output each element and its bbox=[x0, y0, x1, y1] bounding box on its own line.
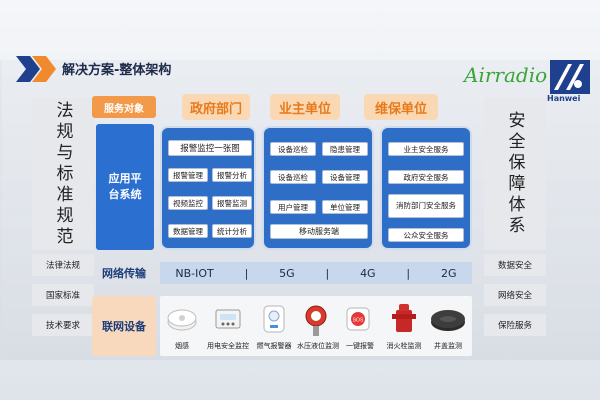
svg-text:SOS: SOS bbox=[353, 318, 364, 324]
network-label: 网络传输 bbox=[102, 267, 146, 280]
btn-fire-dept-service[interactable]: 消防部门安全服务 bbox=[388, 194, 464, 218]
btn-alarm-analysis[interactable]: 报警分析 bbox=[212, 168, 252, 182]
network-separator: | bbox=[244, 266, 249, 280]
btn-data-management[interactable]: 数据管理 bbox=[168, 224, 208, 238]
hanwei-label: Hanwei bbox=[547, 94, 581, 103]
device-label-water: 水压液位监测 bbox=[297, 342, 339, 350]
network-separator: | bbox=[325, 266, 330, 280]
gas-alarm-icon bbox=[263, 305, 285, 333]
page-title: 解决方案-整体架构 bbox=[62, 63, 172, 78]
btn-alarm-monitor[interactable]: 报警监测 bbox=[212, 196, 252, 210]
left-side-item-national-standard: 国家标准 bbox=[32, 284, 94, 306]
right-side-main: 安全保障体系 bbox=[484, 98, 546, 250]
btn-alarm-map[interactable]: 报警监控一张图 bbox=[168, 140, 252, 156]
manhole-monitor-icon bbox=[431, 310, 465, 331]
device-label-gas: 燃气报警器 bbox=[256, 342, 292, 350]
brand-logo-airradio: Airradio bbox=[464, 63, 548, 87]
tag-maintenance: 维保单位 bbox=[364, 94, 438, 120]
btn-public-safety-service[interactable]: 公众安全服务 bbox=[388, 228, 464, 242]
fire-hydrant-icon bbox=[392, 304, 416, 332]
btn-hazard-management[interactable]: 隐患管理 bbox=[322, 142, 368, 156]
network-4g: 4G bbox=[360, 266, 376, 280]
btn-owner-safety-service[interactable]: 业主安全服务 bbox=[388, 142, 464, 156]
network-5g: 5G bbox=[279, 266, 295, 280]
devices-label: 联网设备 bbox=[92, 296, 156, 356]
btn-gov-safety-service[interactable]: 政府安全服务 bbox=[388, 170, 464, 184]
device-label-hydrant: 消火栓监测 bbox=[386, 342, 422, 350]
network-2g: 2G bbox=[440, 266, 457, 280]
left-side-item-technical: 技术要求 bbox=[32, 314, 94, 336]
left-side-main: 法规与标准规范 bbox=[32, 98, 94, 250]
platform-label: 应用平台系统 bbox=[96, 124, 154, 250]
hanwei-logo-icon bbox=[550, 60, 590, 94]
device-label-electric: 用电安全监控 bbox=[207, 342, 249, 350]
right-side-item-insurance: 保险服务 bbox=[484, 314, 546, 336]
header: 解决方案-整体架构 bbox=[0, 56, 600, 86]
network-bar: NB-IOT | 5G | 4G | 2G bbox=[160, 262, 472, 284]
tag-government: 政府部门 bbox=[182, 94, 250, 120]
network-separator: | bbox=[406, 266, 411, 280]
device-label-one-key: 一键报警 bbox=[346, 342, 374, 350]
electric-monitor-icon bbox=[215, 309, 241, 329]
one-key-alarm-icon: SOS bbox=[346, 307, 370, 331]
btn-alarm-management[interactable]: 报警管理 bbox=[168, 168, 208, 182]
btn-device-inspection-1[interactable]: 设备巡检 bbox=[270, 142, 316, 156]
btn-statistics[interactable]: 统计分析 bbox=[212, 224, 252, 238]
btn-unit-management[interactable]: 单位管理 bbox=[322, 200, 368, 214]
device-label-manhole: 井盖监测 bbox=[434, 342, 462, 350]
right-side-item-data-security: 数据安全 bbox=[484, 254, 546, 276]
left-side-item-law: 法律法规 bbox=[32, 254, 94, 276]
tag-owner: 业主单位 bbox=[270, 94, 340, 120]
btn-video-monitor[interactable]: 视频监控 bbox=[168, 196, 208, 210]
btn-device-inspection-2[interactable]: 设备巡检 bbox=[270, 170, 316, 184]
network-nb-iot: NB-IOT bbox=[175, 266, 214, 280]
arrow-logo-icon bbox=[16, 56, 56, 82]
btn-device-management[interactable]: 设备管理 bbox=[322, 170, 368, 184]
right-side-item-network-security: 网络安全 bbox=[484, 284, 546, 306]
service-target-label: 服务对象 bbox=[92, 96, 156, 118]
btn-mobile-service[interactable]: 移动服务端 bbox=[270, 224, 368, 239]
btn-user-management[interactable]: 用户管理 bbox=[270, 200, 316, 214]
water-pressure-icon bbox=[305, 305, 327, 336]
device-label-smoke: 烟感 bbox=[175, 342, 189, 350]
smoke-detector-icon bbox=[167, 309, 197, 331]
